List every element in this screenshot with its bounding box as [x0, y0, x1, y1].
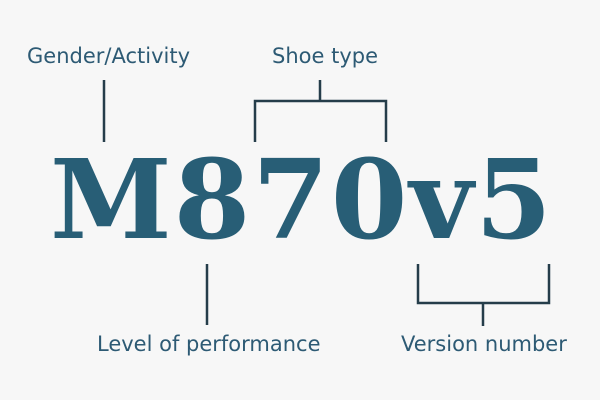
- version-bracket: [416, 264, 551, 305]
- performance-digit: 8: [173, 135, 253, 264]
- level-of-performance-label: Level of performance: [97, 332, 321, 356]
- shoe-type-digits: 70: [252, 135, 410, 264]
- version-number-label: Version number: [401, 332, 567, 356]
- shoe-type-bracket: [253, 99, 388, 142]
- model-code: M870v5: [50, 145, 554, 255]
- shoe-type-label: Shoe type: [272, 44, 378, 68]
- version-suffix: v5: [409, 135, 554, 264]
- gender-activity-label: Gender/Activity: [27, 44, 190, 68]
- gender-letter: M: [50, 135, 174, 264]
